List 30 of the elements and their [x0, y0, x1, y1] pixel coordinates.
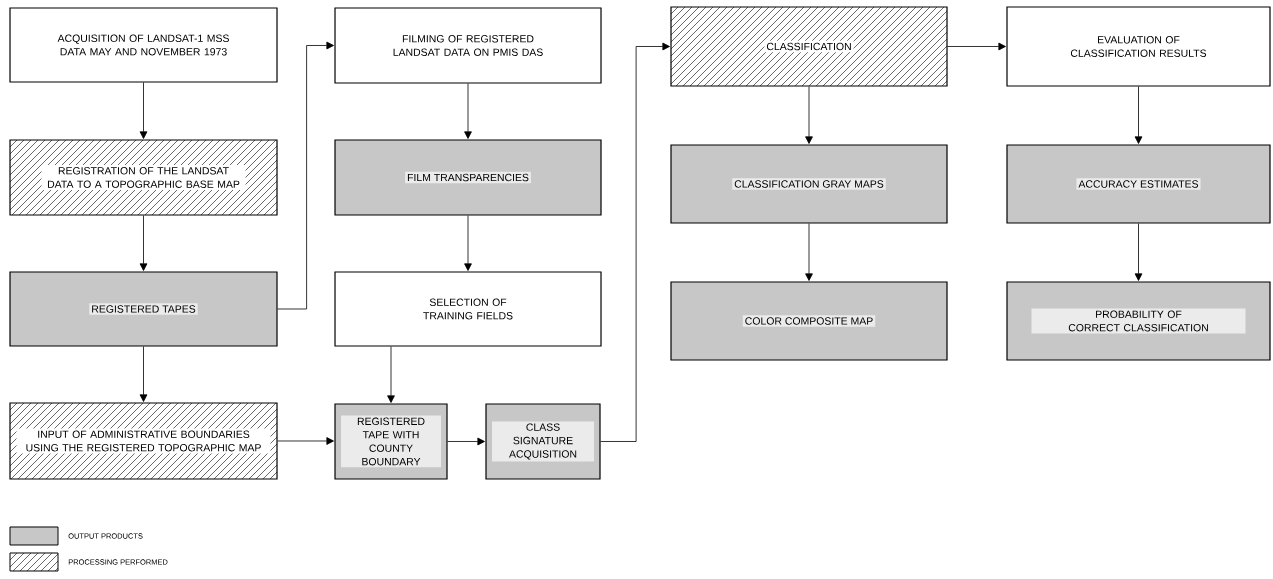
arrow [139, 82, 148, 139]
arrow [277, 41, 334, 310]
process-box: REGISTERED TAPES [9, 271, 278, 347]
arrow [277, 437, 334, 445]
process-box: INPUT OF ADMINISTRATIVE BOUNDARIES USING THE REGISTERED TOPOGRAPHIC MAP [9, 402, 278, 480]
process-box: REGISTRATION OF THE LANDSAT DATA TO A TOPOGRAPHIC BASE MAP [9, 139, 278, 216]
process-box: EVALUATION OF CLASSIFICATION RESULTS [1006, 6, 1271, 87]
arrow [464, 83, 472, 139]
arrow [805, 86, 813, 144]
arrow [1134, 223, 1143, 281]
arrow [600, 42, 670, 442]
arrow [387, 346, 395, 403]
process-box: ACCURACY ESTIMATES [1006, 144, 1271, 224]
process-box: FILMING OF REGISTERED LANDSAT DATA ON PMIS DAS [334, 7, 602, 84]
process-box: COLOR COMPOSITE MAP [670, 281, 948, 361]
process-box: CLASS SIGNATURE ACQUISITION [485, 403, 601, 480]
process-box: REGISTERED TAPE WITH COUNTY BOUNDARY [334, 403, 448, 480]
arrow [139, 215, 148, 271]
arrow [447, 437, 485, 446]
process-box: CLASSIFICATION GRAY MAPS [670, 144, 948, 224]
arrow [1134, 86, 1143, 144]
process-box: ACQUISITION OF LANDSAT-1 MSS DATA MAY AND NOVEMBER 1973 [9, 7, 278, 83]
arrow [139, 346, 148, 402]
process-box: CLASSIFICATION [670, 6, 948, 87]
process-box: SELECTION OF TRAINING FIELDS [334, 271, 602, 347]
arrow [805, 223, 813, 281]
process-box: FILM TRANSPARENCIES [334, 139, 602, 216]
arrow [464, 215, 472, 271]
process-box: PROBABILITY OF CORRECT CLASSIFICATION [1006, 281, 1271, 361]
arrow [947, 42, 1006, 51]
